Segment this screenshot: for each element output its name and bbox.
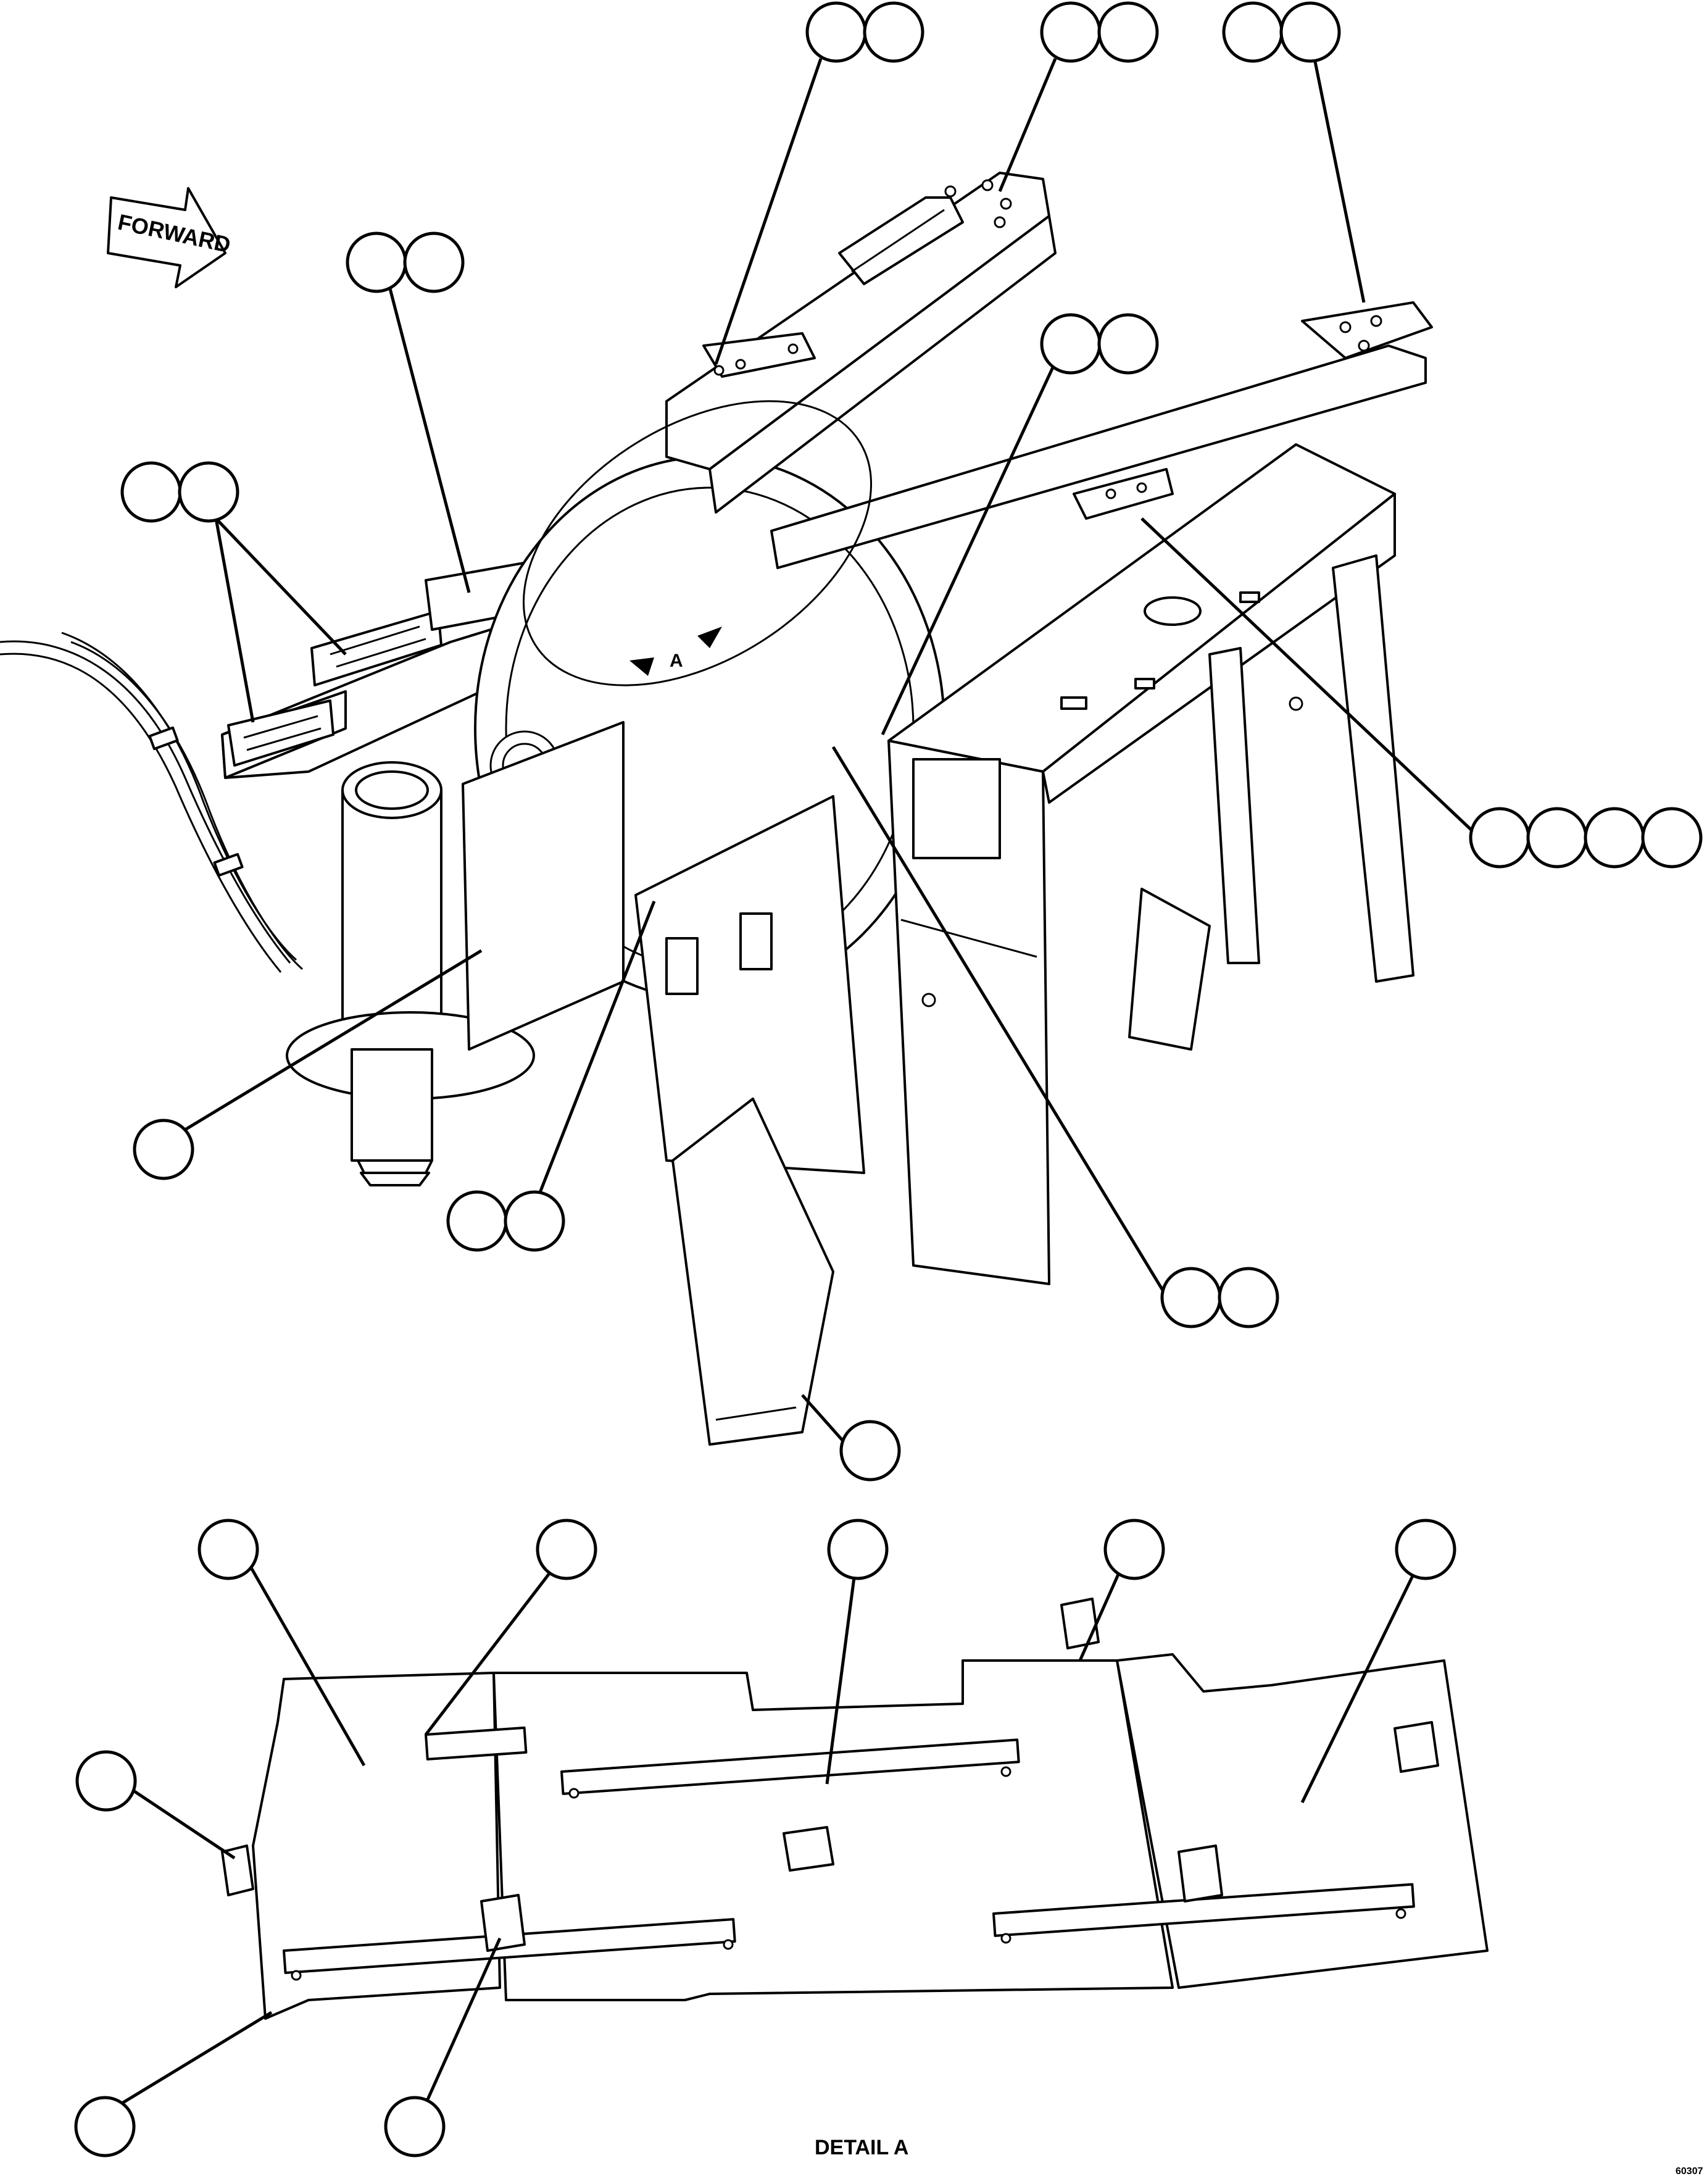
callout-detail-top-2 — [536, 1519, 597, 1580]
callout-lower-right-pair — [1160, 1267, 1279, 1328]
callout-circle — [403, 231, 465, 293]
callout-circle — [346, 231, 407, 293]
callout-circles — [74, 1, 1703, 2157]
callout-circle — [1526, 807, 1588, 869]
lower-hanging-panel — [671, 1098, 834, 1446]
callout-circle — [805, 1, 867, 63]
callout-circle — [1641, 807, 1703, 869]
callout-circle — [863, 1, 924, 63]
right-frame-legs — [1128, 554, 1414, 1051]
callout-circle — [384, 2096, 446, 2157]
callout-circle — [1040, 313, 1102, 375]
detail-a-marker: A — [522, 400, 873, 686]
hose-bundle — [0, 631, 303, 973]
callout-circle — [1103, 1519, 1165, 1580]
callout-lower-left-single — [133, 1119, 194, 1180]
callout-upper-left-pair — [346, 231, 465, 293]
callout-detail-top-1 — [197, 1519, 259, 1580]
cab-floor-box — [887, 443, 1396, 804]
right-cab-support — [770, 301, 1433, 569]
callout-lower-center-pair — [446, 1190, 565, 1252]
central-frame — [665, 172, 1057, 514]
callout-circle — [1395, 1519, 1456, 1580]
callout-detail-top-5 — [1395, 1519, 1456, 1580]
drawing-number: 60307 — [1676, 2166, 1703, 2177]
callout-circle — [839, 1420, 901, 1482]
callout-detail-top-4 — [1103, 1519, 1165, 1580]
callout-detail-left — [75, 1750, 137, 1812]
callout-circle — [446, 1190, 508, 1252]
callout-circle — [1222, 1, 1284, 63]
callout-circle — [1218, 1267, 1279, 1328]
callout-circle — [74, 2096, 136, 2157]
detail-a-view: DETAIL A 60307 — [221, 1598, 1703, 2177]
callout-center-pair — [1040, 313, 1159, 375]
callout-circle — [827, 1519, 889, 1580]
callout-top-center-pair — [1040, 1, 1159, 63]
callout-detail-top-3 — [827, 1519, 889, 1580]
callout-circle — [75, 1750, 137, 1812]
callout-circle — [1469, 807, 1530, 869]
main-assembly-view: FORWARD — [0, 172, 1433, 1446]
callout-circle — [1279, 1, 1341, 63]
right-side-panel — [887, 696, 1303, 1285]
callout-detail-bottom-2 — [384, 2096, 446, 2157]
callout-circle — [504, 1190, 565, 1252]
callout-circle — [1584, 807, 1645, 869]
callout-circle — [1040, 1, 1102, 63]
leader-lines — [98, 58, 1476, 2119]
callout-circle — [197, 1519, 259, 1580]
forward-arrow: FORWARD — [107, 187, 233, 288]
detail-panel-right — [1116, 1653, 1489, 1989]
detail-title: DETAIL A — [815, 2136, 908, 2159]
callout-bottom-single — [839, 1420, 901, 1482]
callout-circle — [536, 1519, 597, 1580]
callout-circle — [1097, 1, 1159, 63]
detail-a-marker-label: A — [670, 651, 683, 671]
callout-circle — [120, 461, 182, 523]
callout-circle — [133, 1119, 194, 1180]
center-vertical-panel — [634, 795, 865, 1174]
left-cab-support — [221, 561, 532, 779]
callout-circle — [178, 461, 239, 523]
callout-detail-bottom-1 — [74, 2096, 136, 2157]
callout-circle — [1097, 313, 1159, 375]
callout-circle — [1160, 1267, 1222, 1328]
callout-left-pair — [120, 461, 239, 523]
callout-top-left-pair — [805, 1, 924, 63]
callout-top-right-pair — [1222, 1, 1341, 63]
callout-right-quad — [1469, 807, 1703, 869]
